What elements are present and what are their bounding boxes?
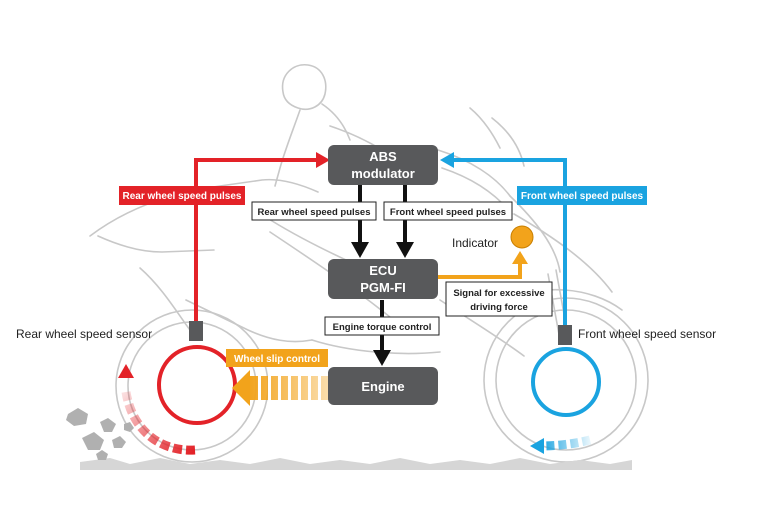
svg-text:Signal for excessive: Signal for excessive (453, 288, 544, 299)
rear-pulse-arrowhead (316, 152, 330, 168)
ecu-subtitle: PGM-FI (360, 280, 406, 295)
indicator-lamp-icon (510, 225, 534, 249)
engine-title: Engine (361, 379, 404, 394)
rear-pulse-line (194, 158, 318, 321)
front-pulses-box: Front wheel speed pulses (383, 201, 513, 221)
abs-to-ecu-arrowhead-left (351, 242, 369, 258)
engine-node: Engine (328, 367, 438, 405)
svg-text:Front wheel speed pulses: Front wheel speed pulses (390, 207, 506, 218)
indicator-signal-line (438, 262, 522, 279)
ecu-node: ECU PGM-FI (328, 259, 438, 299)
svg-text:Rear wheel speed pulses: Rear wheel speed pulses (123, 191, 242, 202)
rear-pulses-tag: Rear wheel speed pulses (119, 186, 245, 205)
svg-text:Rear wheel speed pulses: Rear wheel speed pulses (258, 207, 371, 218)
rear-pulses-box: Rear wheel speed pulses (251, 201, 377, 221)
ecu-to-engine-arrowhead (373, 350, 391, 366)
ground-line (80, 458, 632, 470)
front-wheel-rotation-arrow (530, 435, 592, 454)
ecu-title: ECU (369, 263, 396, 278)
engine-torque-box: Engine torque control (324, 316, 440, 336)
gravel-debris (66, 408, 134, 460)
rear-wheel-ring (157, 345, 237, 425)
front-pulses-tag: Front wheel speed pulses (517, 186, 647, 205)
abs-subtitle: modulator (351, 166, 415, 181)
rear-sensor-icon (189, 321, 203, 341)
front-sensor-icon (558, 325, 572, 345)
indicator-signal-arrowhead (512, 251, 528, 264)
indicator-label: Indicator (452, 236, 498, 250)
svg-text:driving force: driving force (470, 302, 528, 313)
svg-text:Wheel slip control: Wheel slip control (234, 354, 320, 365)
front-pulse-arrowhead (440, 152, 454, 168)
front-wheel-ring (531, 347, 601, 417)
abs-modulator-node: ABS modulator (328, 145, 438, 185)
rear-wheel-rotation-arrow (118, 364, 196, 455)
svg-text:Front wheel speed pulses: Front wheel speed pulses (521, 191, 644, 202)
wheel-slip-arrow (232, 370, 330, 406)
rear-sensor-label: Rear wheel speed sensor (16, 327, 152, 341)
wheel-slip-tag: Wheel slip control (226, 349, 328, 367)
front-sensor-label: Front wheel speed sensor (578, 327, 716, 341)
svg-text:Engine torque control: Engine torque control (333, 322, 432, 333)
front-pulse-line (452, 158, 567, 325)
abs-to-ecu-arrowhead-right (396, 242, 414, 258)
abs-title: ABS (369, 149, 397, 164)
signal-box: Signal for excessive driving force (445, 281, 553, 317)
